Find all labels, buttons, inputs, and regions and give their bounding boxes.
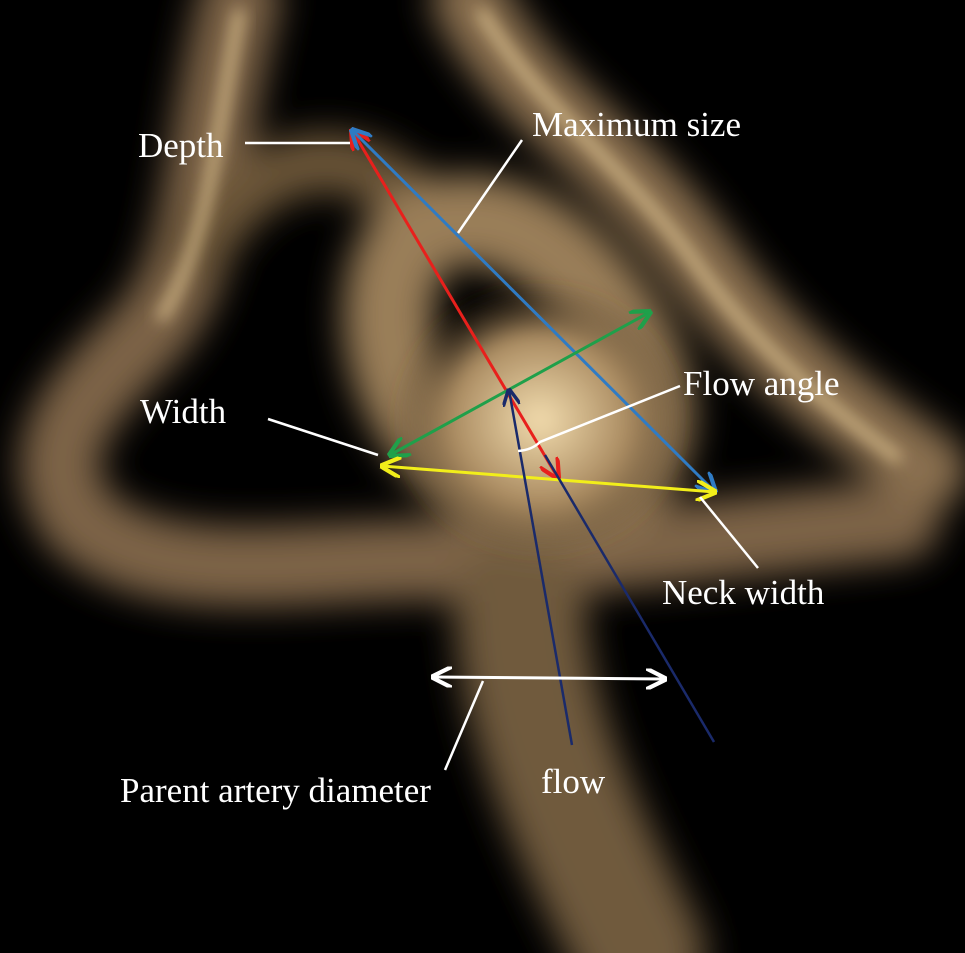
parent-artery-diameter-line [433,677,665,679]
neck-width-leader [699,496,759,569]
vessel-highlight [155,9,245,323]
label-flow: flow [541,762,606,801]
flow-angle-reference-line [543,454,716,743]
label-neck-width: Neck width [662,573,825,612]
flow-angle-leader [517,384,681,453]
parent-artery-leader [443,680,485,771]
width-line [390,312,650,455]
label-flow-angle: Flow angle [683,364,840,403]
neck-width-line [382,466,715,492]
label-maximum-size: Maximum size [532,105,741,144]
maximum-size-leader [456,139,524,234]
aneurysm-dome [390,280,690,560]
width-leader [267,417,379,457]
label-width: Width [140,392,227,431]
label-leaders [245,139,759,771]
label-depth: Depth [138,126,224,165]
label-parent-artery-diameter: Parent artery diameter [120,771,431,810]
